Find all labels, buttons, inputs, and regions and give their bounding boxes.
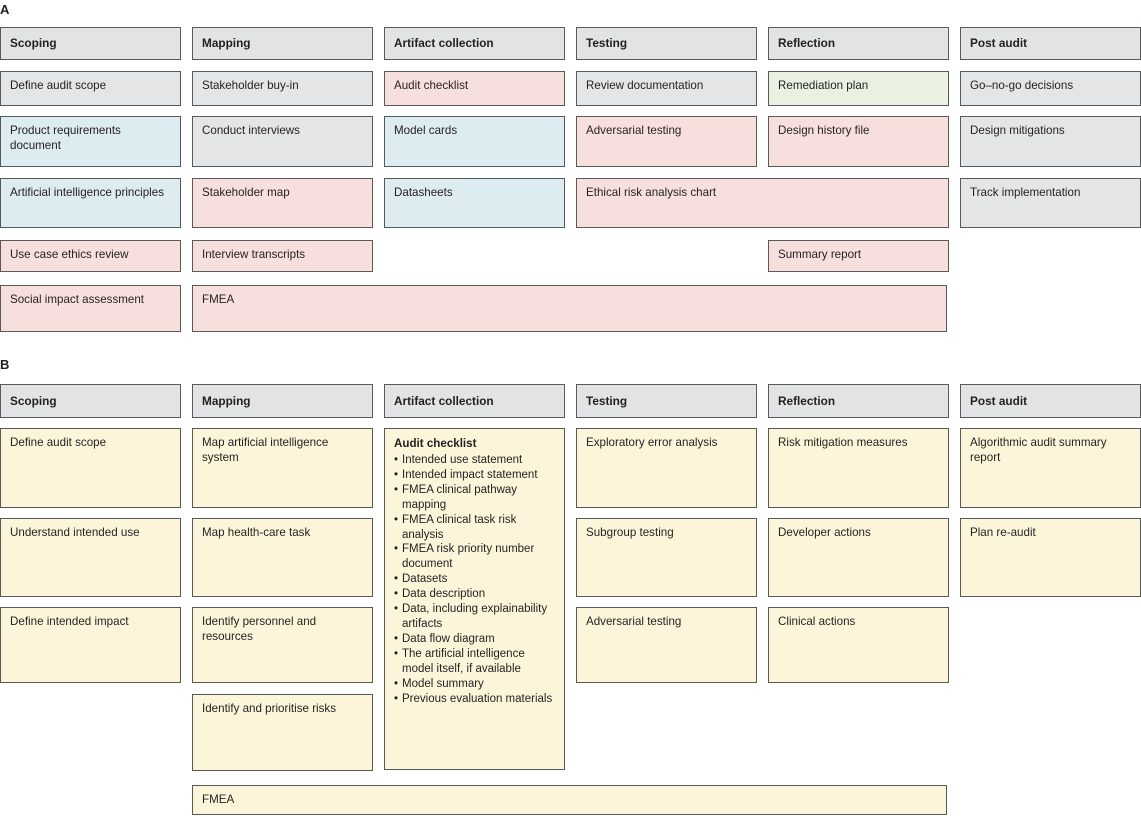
checklist-item: The artificial intelligence model itself… <box>394 647 556 677</box>
panel-b-item-identify-personnel-and-resources: Identify personnel and resources <box>192 607 373 683</box>
panel-b-item-identify-and-prioritise-risks: Identify and prioritise risks <box>192 694 373 771</box>
panel-a-header-artifact-collection: Artifact collection <box>384 27 565 60</box>
panel-b-audit-checklist-list: Intended use statement Intended impact s… <box>394 453 556 707</box>
panel-a-header-scoping-label: Scoping <box>10 36 57 51</box>
panel-b-item-developer-actions: Developer actions <box>768 518 949 597</box>
panel-a-item-define-audit-scope: Define audit scope <box>0 71 181 106</box>
panel-b-item-adversarial-testing: Adversarial testing <box>576 607 757 683</box>
panel-a-header-testing-label: Testing <box>586 36 628 51</box>
panel-b-header-scoping-label: Scoping <box>10 393 57 408</box>
panel-a-item-product-requirements-document: Product requirements document <box>0 116 181 167</box>
panel-b-header-reflection-label: Reflection <box>778 393 836 408</box>
panel-a-header-reflection-label: Reflection <box>778 36 836 51</box>
panel-a-header-mapping: Mapping <box>192 27 373 60</box>
panel-a-header-mapping-label: Mapping <box>202 36 251 51</box>
checklist-item: Intended use statement <box>394 453 556 468</box>
panel-b-item-plan-re-audit: Plan re-audit <box>960 518 1141 597</box>
panel-a-item-remediation-plan: Remediation plan <box>768 71 949 106</box>
panel-a-item-go-no-go-decisions: Go–no-go decisions <box>960 71 1141 106</box>
panel-b-header-mapping-label: Mapping <box>202 393 251 408</box>
panel-a-header-post-audit: Post audit <box>960 27 1141 60</box>
panel-b-item-map-ai-system: Map artificial intelligence system <box>192 428 373 508</box>
panel-a-item-ai-principles: Artificial intelligence principles <box>0 178 181 228</box>
panel-b-item-risk-mitigation-measures: Risk mitigation measures <box>768 428 949 508</box>
panel-a-item-review-documentation: Review documentation <box>576 71 757 106</box>
checklist-item: FMEA clinical pathway mapping <box>394 483 556 513</box>
panel-a-item-fmea: FMEA <box>192 285 947 332</box>
panel-b-header-testing: Testing <box>576 384 757 418</box>
panel-a-item-summary-report: Summary report <box>768 240 949 272</box>
panel-a-item-track-implementation: Track implementation <box>960 178 1141 228</box>
panel-b-header-post-audit-label: Post audit <box>970 393 1028 408</box>
panel-a-item-conduct-interviews: Conduct interviews <box>192 116 373 167</box>
panel-a-item-model-cards: Model cards <box>384 116 565 167</box>
panel-b-item-subgroup-testing: Subgroup testing <box>576 518 757 597</box>
checklist-item: Data, including explainability artifacts <box>394 602 556 632</box>
checklist-item: Data flow diagram <box>394 632 556 647</box>
panel-b-item-define-intended-impact: Define intended impact <box>0 607 181 683</box>
panel-b: B Scoping Mapping Artifact collection Te… <box>0 355 1141 817</box>
panel-b-header-artifact-label: Artifact collection <box>394 393 494 408</box>
panel-b-item-fmea-bar: FMEA <box>192 785 947 815</box>
panel-a-letter: A <box>0 2 10 17</box>
panel-a-header-reflection: Reflection <box>768 27 949 60</box>
panel-b-letter: B <box>0 357 10 372</box>
panel-a-header-scoping: Scoping <box>0 27 181 60</box>
panel-a-item-use-case-ethics-review: Use case ethics review <box>0 240 181 272</box>
panel-b-item-map-health-care-task: Map health-care task <box>192 518 373 597</box>
panel-b-item-understand-intended-use: Understand intended use <box>0 518 181 597</box>
panel-b-header-reflection: Reflection <box>768 384 949 418</box>
panel-a-item-social-impact-assessment: Social impact assessment <box>0 285 181 332</box>
panel-a-item-ethical-risk-analysis-chart: Ethical risk analysis chart <box>576 178 949 228</box>
panel-b-audit-checklist-box: Audit checklist Intended use statement I… <box>384 428 565 770</box>
checklist-item: FMEA risk priority number document <box>394 542 556 572</box>
panel-a: A Scoping Mapping Artifact collection Te… <box>0 0 1141 355</box>
panel-a-item-stakeholder-buy-in: Stakeholder buy-in <box>192 71 373 106</box>
panel-b-item-clinical-actions: Clinical actions <box>768 607 949 683</box>
panel-a-header-post-audit-label: Post audit <box>970 36 1028 51</box>
panel-a-item-adversarial-testing: Adversarial testing <box>576 116 757 167</box>
panel-b-item-exploratory-error-analysis: Exploratory error analysis <box>576 428 757 508</box>
checklist-item: Previous evaluation materials <box>394 692 556 707</box>
checklist-item: Intended impact statement <box>394 468 556 483</box>
panel-a-header-artifact-label: Artifact collection <box>394 36 494 51</box>
panel-b-header-mapping: Mapping <box>192 384 373 418</box>
panel-a-item-interview-transcripts: Interview transcripts <box>192 240 373 272</box>
panel-b-header-artifact-collection: Artifact collection <box>384 384 565 418</box>
checklist-item: Model summary <box>394 677 556 692</box>
panel-a-item-stakeholder-map: Stakeholder map <box>192 178 373 228</box>
panel-a-item-audit-checklist: Audit checklist <box>384 71 565 106</box>
checklist-item: Datasets <box>394 572 556 587</box>
panel-b-header-testing-label: Testing <box>586 393 628 408</box>
panel-b-header-post-audit: Post audit <box>960 384 1141 418</box>
panel-b-header-scoping: Scoping <box>0 384 181 418</box>
checklist-item: Data description <box>394 587 556 602</box>
panel-a-header-testing: Testing <box>576 27 757 60</box>
panel-b-audit-checklist-title: Audit checklist <box>394 437 477 450</box>
checklist-item: FMEA clinical task risk analysis <box>394 513 556 543</box>
panel-b-item-algorithmic-audit-summary-report: Algorithmic audit summary report <box>960 428 1141 508</box>
panel-a-item-datasheets: Datasheets <box>384 178 565 228</box>
panel-a-item-design-mitigations: Design mitigations <box>960 116 1141 167</box>
panel-a-item-design-history-file: Design history file <box>768 116 949 167</box>
panel-b-item-define-audit-scope: Define audit scope <box>0 428 181 508</box>
